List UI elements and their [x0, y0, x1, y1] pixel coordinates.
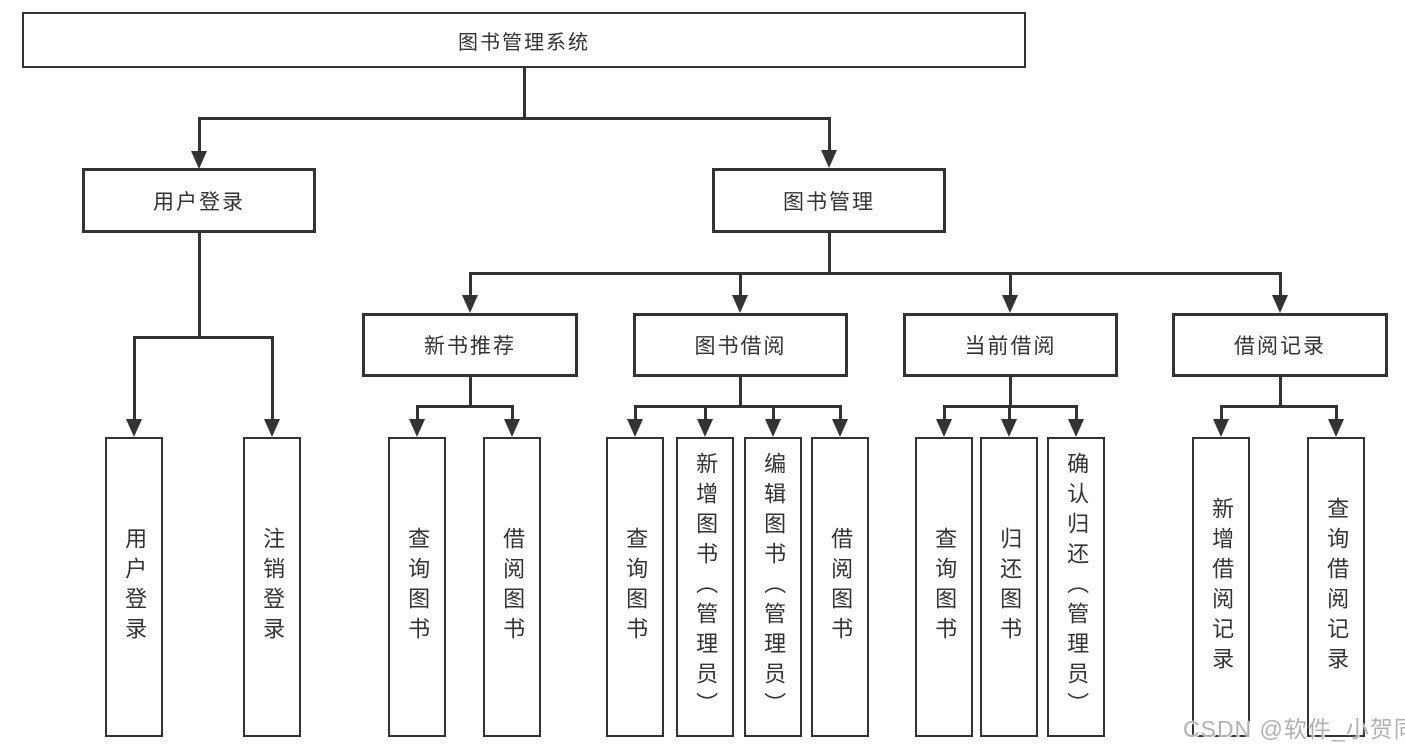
- leaf-add-borrow-record: 新增借阅记录: [1192, 437, 1250, 737]
- leaf-return-books: 归还图书: [980, 437, 1038, 737]
- connector-stub-borrow-records: [1278, 272, 1282, 297]
- leaf-query-books-current: 查询图书: [915, 437, 973, 737]
- arrow-down-icon: [627, 419, 643, 437]
- arrow-down-icon: [1272, 295, 1288, 313]
- connector-stub: [771, 405, 775, 421]
- connector-stub-new-book: [468, 272, 472, 297]
- leaf-confirm-return-admin: 确认归还（管理员）: [1047, 437, 1105, 737]
- connector-stub-leaf-user-login: [132, 336, 136, 421]
- connector-root-bar: [197, 117, 831, 120]
- leaf-borrow-books: 借阅图书: [811, 437, 869, 737]
- arrow-down-icon: [1213, 419, 1229, 437]
- leaf-add-book-admin: 新增图书（管理员）: [676, 437, 734, 737]
- connector-book-borrow-stem: [738, 377, 742, 408]
- arrow-down-icon: [504, 419, 520, 437]
- node-user-login: 用户登录: [82, 168, 316, 233]
- node-borrow-records: 借阅记录: [1172, 313, 1388, 377]
- connector-new-book-bar: [415, 405, 514, 408]
- arrow-down-icon: [1002, 295, 1018, 313]
- node-current-borrow: 当前借阅: [903, 313, 1118, 377]
- arrow-down-icon: [191, 151, 207, 169]
- connector-stub-book-management: [827, 117, 831, 153]
- node-book-management: 图书管理: [712, 168, 946, 233]
- connector-borrow-records-stem: [1278, 377, 1282, 408]
- connector-stub: [510, 405, 514, 421]
- leaf-query-books-recommend: 查询图书: [388, 437, 446, 737]
- arrow-down-icon: [765, 419, 781, 437]
- connector-book-management-stem: [827, 233, 831, 275]
- connector-stub: [838, 405, 842, 421]
- connector-user-login-stem: [197, 233, 201, 339]
- arrow-down-icon: [462, 295, 478, 313]
- leaf-borrow-books-recommend: 借阅图书: [483, 437, 541, 737]
- leaf-edit-book-admin: 编辑图书（管理员）: [744, 437, 802, 737]
- arrow-down-icon: [821, 150, 837, 168]
- connector-stub-book-borrow: [738, 272, 742, 297]
- leaf-user-login: 用户登录: [105, 437, 163, 737]
- connector-stub-user-login: [197, 117, 201, 153]
- connector-user-login-bar: [132, 336, 274, 339]
- node-root: 图书管理系统: [22, 12, 1026, 68]
- node-new-book-recommend: 新书推荐: [362, 313, 578, 377]
- connector-book-borrow-bar: [633, 405, 841, 408]
- connector-book-management-bar: [468, 272, 1282, 275]
- arrow-down-icon: [732, 295, 748, 313]
- arrow-down-icon: [832, 419, 848, 437]
- arrow-down-icon: [1001, 419, 1017, 437]
- connector-stub: [415, 405, 419, 421]
- arrow-down-icon: [1068, 419, 1084, 437]
- connector-stub: [1219, 405, 1223, 421]
- node-book-borrow: 图书借阅: [633, 313, 848, 377]
- connector-current-borrow-stem: [1008, 377, 1012, 408]
- connector-new-book-stem: [468, 377, 472, 408]
- connector-root-stem: [522, 68, 526, 120]
- connector-stub: [942, 405, 946, 421]
- arrow-down-icon: [126, 419, 142, 437]
- connector-stub: [633, 405, 637, 421]
- connector-stub: [1334, 405, 1338, 421]
- connector-stub-leaf-logout: [270, 336, 274, 421]
- connector-borrow-records-bar: [1219, 405, 1338, 408]
- connector-stub-current-borrow: [1008, 272, 1012, 297]
- connector-stub: [1007, 405, 1011, 421]
- arrow-down-icon: [1328, 419, 1344, 437]
- arrow-down-icon: [264, 419, 280, 437]
- leaf-query-books-borrow: 查询图书: [606, 437, 664, 737]
- arrow-down-icon: [409, 419, 425, 437]
- connector-stub: [703, 405, 707, 421]
- leaf-query-borrow-record: 查询借阅记录: [1307, 437, 1365, 737]
- arrow-down-icon: [697, 419, 713, 437]
- arrow-down-icon: [936, 419, 952, 437]
- watermark-text: CSDN @软件_小贺同学: [1183, 716, 1405, 742]
- connector-stub: [1074, 405, 1078, 421]
- leaf-logout: 注销登录: [243, 437, 301, 737]
